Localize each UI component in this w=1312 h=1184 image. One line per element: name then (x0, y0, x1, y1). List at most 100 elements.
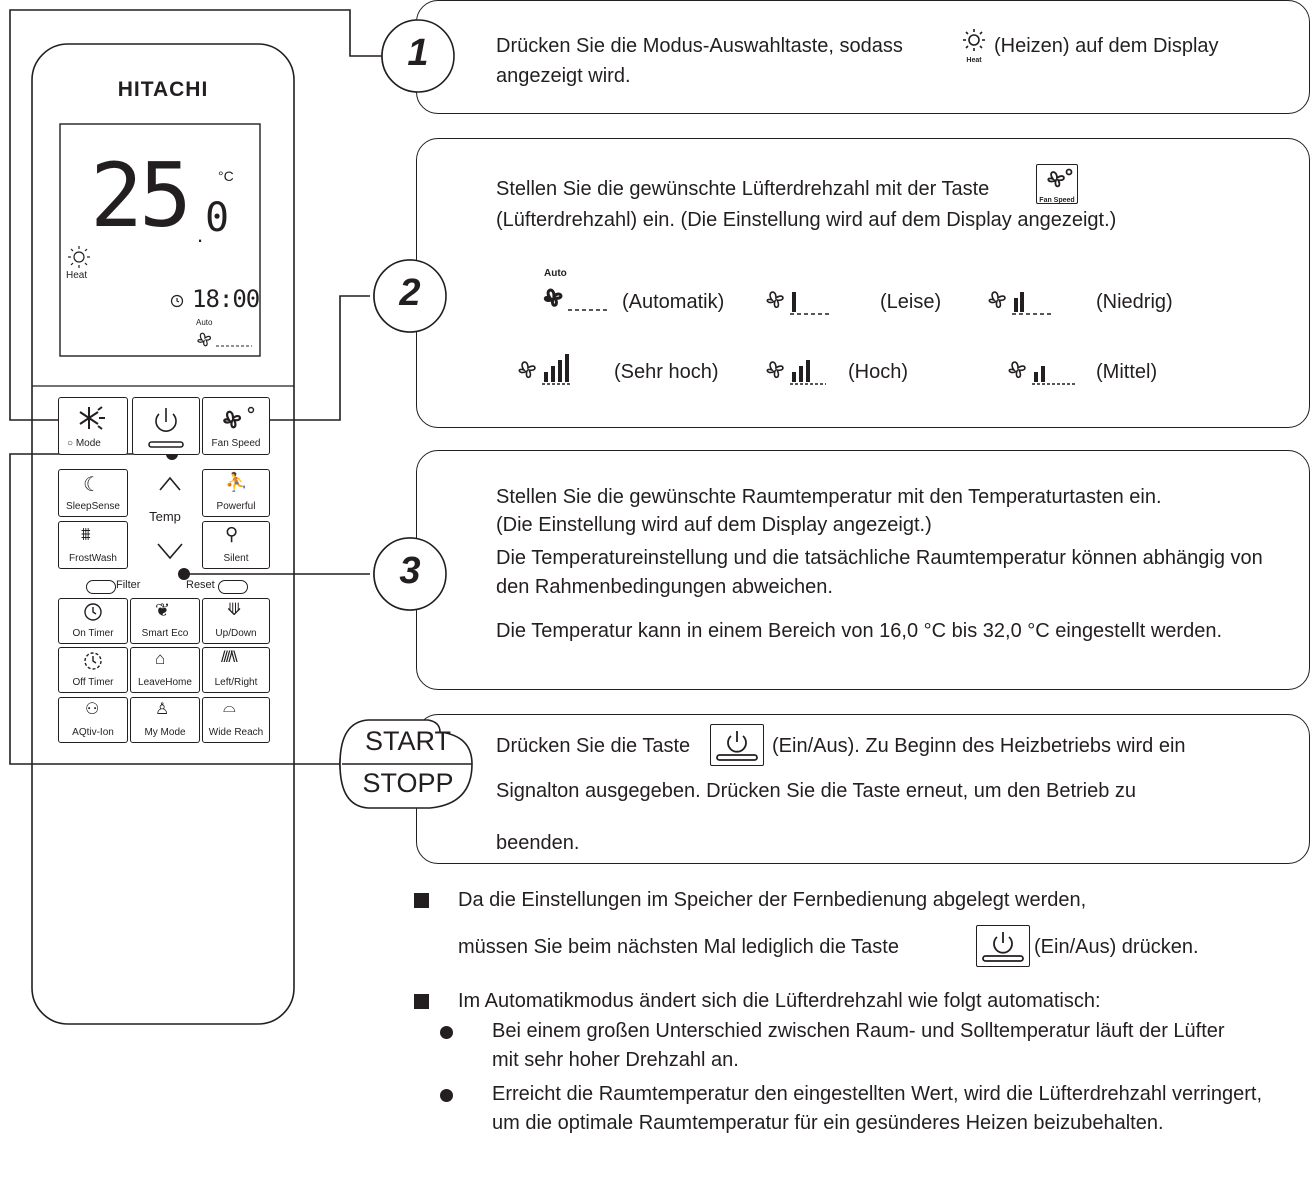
on-timer-icon (84, 603, 102, 621)
display-unit: °C (218, 168, 234, 184)
wide-reach-icon: ⌓ (223, 699, 236, 716)
temp-label: Temp (149, 509, 181, 524)
mode-snow-sun-icon (79, 406, 105, 430)
start-text-a: Drücken Sie die Taste (496, 735, 691, 757)
reset-button[interactable] (218, 580, 248, 594)
sun-heat-icon-label: Heat (966, 57, 982, 64)
wide-reach-button[interactable]: ⌓ Wide Reach (202, 697, 270, 743)
sleepsense-button-label: SleepSense (66, 501, 120, 512)
leavehome-button-label: LeaveHome (138, 677, 192, 688)
power-button[interactable] (132, 397, 200, 455)
step-1-text-a: Drücken Sie die Modus-Auswahltaste, soda… (496, 35, 903, 57)
display-decimal-point: . (197, 222, 204, 247)
on-timer-button-label: On Timer (72, 628, 114, 639)
note-1-line-a: Da die Einstellungen im Speicher der Fer… (458, 889, 1087, 911)
off-timer-button-label: Off Timer (72, 677, 114, 688)
fan-speed-button[interactable]: Fan Speed (202, 397, 270, 455)
seq-high-fan-icon (766, 360, 826, 385)
frostwash-button[interactable]: ⩩ FrostWash (58, 521, 128, 569)
display-fan-icon (197, 332, 252, 347)
my-mode-button[interactable]: ♙ My Mode (130, 697, 200, 743)
leave-home-icon: ⌂ (155, 649, 166, 668)
temp-up-button[interactable] (150, 472, 190, 494)
seq-auto-fan-icon (543, 288, 610, 311)
my-mode-button-label: My Mode (144, 727, 186, 738)
frostwash-button-label: FrostWash (69, 553, 117, 564)
silent-button[interactable]: ⚲ Silent (202, 521, 270, 569)
smart-eco-button[interactable]: ❦ Smart Eco (130, 598, 200, 644)
fan-icon (223, 406, 255, 429)
seq-niedrig: (Niedrig) (1096, 291, 1173, 313)
powerful-button-label: Powerful (216, 501, 256, 512)
up-down-button[interactable]: ⟱ Up/Down (202, 598, 270, 644)
powerful-button[interactable]: ⛹ Powerful (202, 469, 270, 517)
step-1-number: 1 (407, 32, 429, 74)
wide-reach-button-label: Wide Reach (208, 727, 264, 738)
swing-vertical-icon: ⟱ (227, 600, 242, 619)
step-3-number: 3 (399, 550, 421, 592)
display-clock: 18:00 (192, 285, 260, 313)
seq-mittel: (Mittel) (1096, 361, 1158, 383)
temp-down-button[interactable] (150, 540, 190, 562)
off-timer-button[interactable]: Off Timer (58, 647, 128, 693)
sleepsense-button[interactable]: ☾ SleepSense (58, 469, 128, 517)
mode-button-text: Mode (75, 438, 101, 449)
start-text-b: (Ein/Aus). Zu Beginn des Heizbetriebs wi… (772, 735, 1186, 757)
chevron-up-icon (159, 476, 181, 491)
step-2-text-b: (Lüfterdrehzahl) ein. (Die Einstellung w… (496, 209, 1117, 231)
chevron-down-icon (157, 543, 183, 560)
step-3-para-3: Die Temperatur kann in einem Bereich von… (496, 620, 1223, 642)
seq-sehr-hoch: (Sehr hoch) (614, 361, 719, 383)
leavehome-button[interactable]: ⌂ LeaveHome (130, 647, 200, 693)
note-power-key-icon (976, 925, 1030, 967)
silent-icon: ⚲ (225, 524, 239, 544)
note-2-bullet (414, 994, 429, 1009)
start-text-d: beenden. (496, 832, 580, 854)
fan-speed-button-label: Fan Speed (211, 438, 261, 449)
mode-button[interactable]: ○ Mode (58, 397, 128, 455)
left-right-button-label: Left/Right (214, 677, 258, 688)
aqtiv-ion-button[interactable]: ⚇ AQtiv-Ion (58, 697, 128, 743)
seq-medium-fan-icon (1008, 361, 1076, 385)
reset-label: Reset (186, 579, 215, 591)
silent-button-label: Silent (223, 553, 249, 564)
left-right-button[interactable]: ////\\ Left/Right (202, 647, 270, 693)
step-2-number: 2 (399, 272, 421, 314)
on-timer-button[interactable]: On Timer (58, 598, 128, 644)
seq-automatik: (Automatik) (622, 291, 725, 313)
step-1-text-c: angezeigt wird. (496, 65, 631, 87)
display-clock-icon (170, 294, 184, 308)
filter-button[interactable] (86, 580, 116, 594)
powerful-icon: ⛹ (225, 472, 248, 492)
moon-icon: ☾ (83, 474, 101, 496)
start-text-c: Signalton ausgegeben. Drücken Sie die Ta… (496, 780, 1137, 802)
seq-hoch: (Hoch) (848, 361, 909, 383)
ion-icon: ⚇ (85, 701, 100, 718)
fan-speed-key-label: Fan Speed (1039, 197, 1075, 204)
aqtiv-ion-button-label: AQtiv-Ion (72, 727, 114, 738)
filter-label: Filter (116, 579, 141, 591)
step-3-line-1: Stellen Sie die gewünschte Raumtemperatu… (496, 486, 1162, 508)
fan-speed-key-icon: Fan Speed (1036, 164, 1078, 204)
smart-eco-button-label: Smart Eco (141, 628, 189, 639)
display-temperature: 25 (90, 144, 192, 247)
step-3-box (416, 450, 1310, 690)
display-mode-label: Heat (66, 270, 88, 281)
sub-1-bullet (440, 1026, 453, 1039)
sun-heat-icon: Heat (960, 28, 988, 64)
power-key-icon (710, 724, 764, 766)
leaf-icon: ❦ (155, 600, 171, 620)
seq-quiet-fan-icon (766, 291, 832, 315)
step-3-line-2: (Die Einstellung wird auf dem Display an… (496, 514, 932, 536)
note-1-line-b: müssen Sie beim nächsten Mal lediglich d… (458, 936, 899, 958)
sub-2-text: Erreicht die Raumtemperatur den eingeste… (492, 1083, 1262, 1134)
up-down-button-label: Up/Down (215, 628, 257, 639)
step-2-text-a: Stellen Sie die gewünschte Lüfterdrehzah… (496, 178, 990, 200)
seq-low-fan-icon (988, 291, 1054, 315)
power-icon (148, 408, 184, 448)
sub-2-bullet (440, 1089, 453, 1102)
step-1-box (416, 0, 1310, 114)
start-label: START (364, 726, 451, 756)
mode-button-label: ○ Mode (67, 438, 101, 449)
step-1-text-b: (Heizen) auf dem Display (994, 35, 1219, 57)
